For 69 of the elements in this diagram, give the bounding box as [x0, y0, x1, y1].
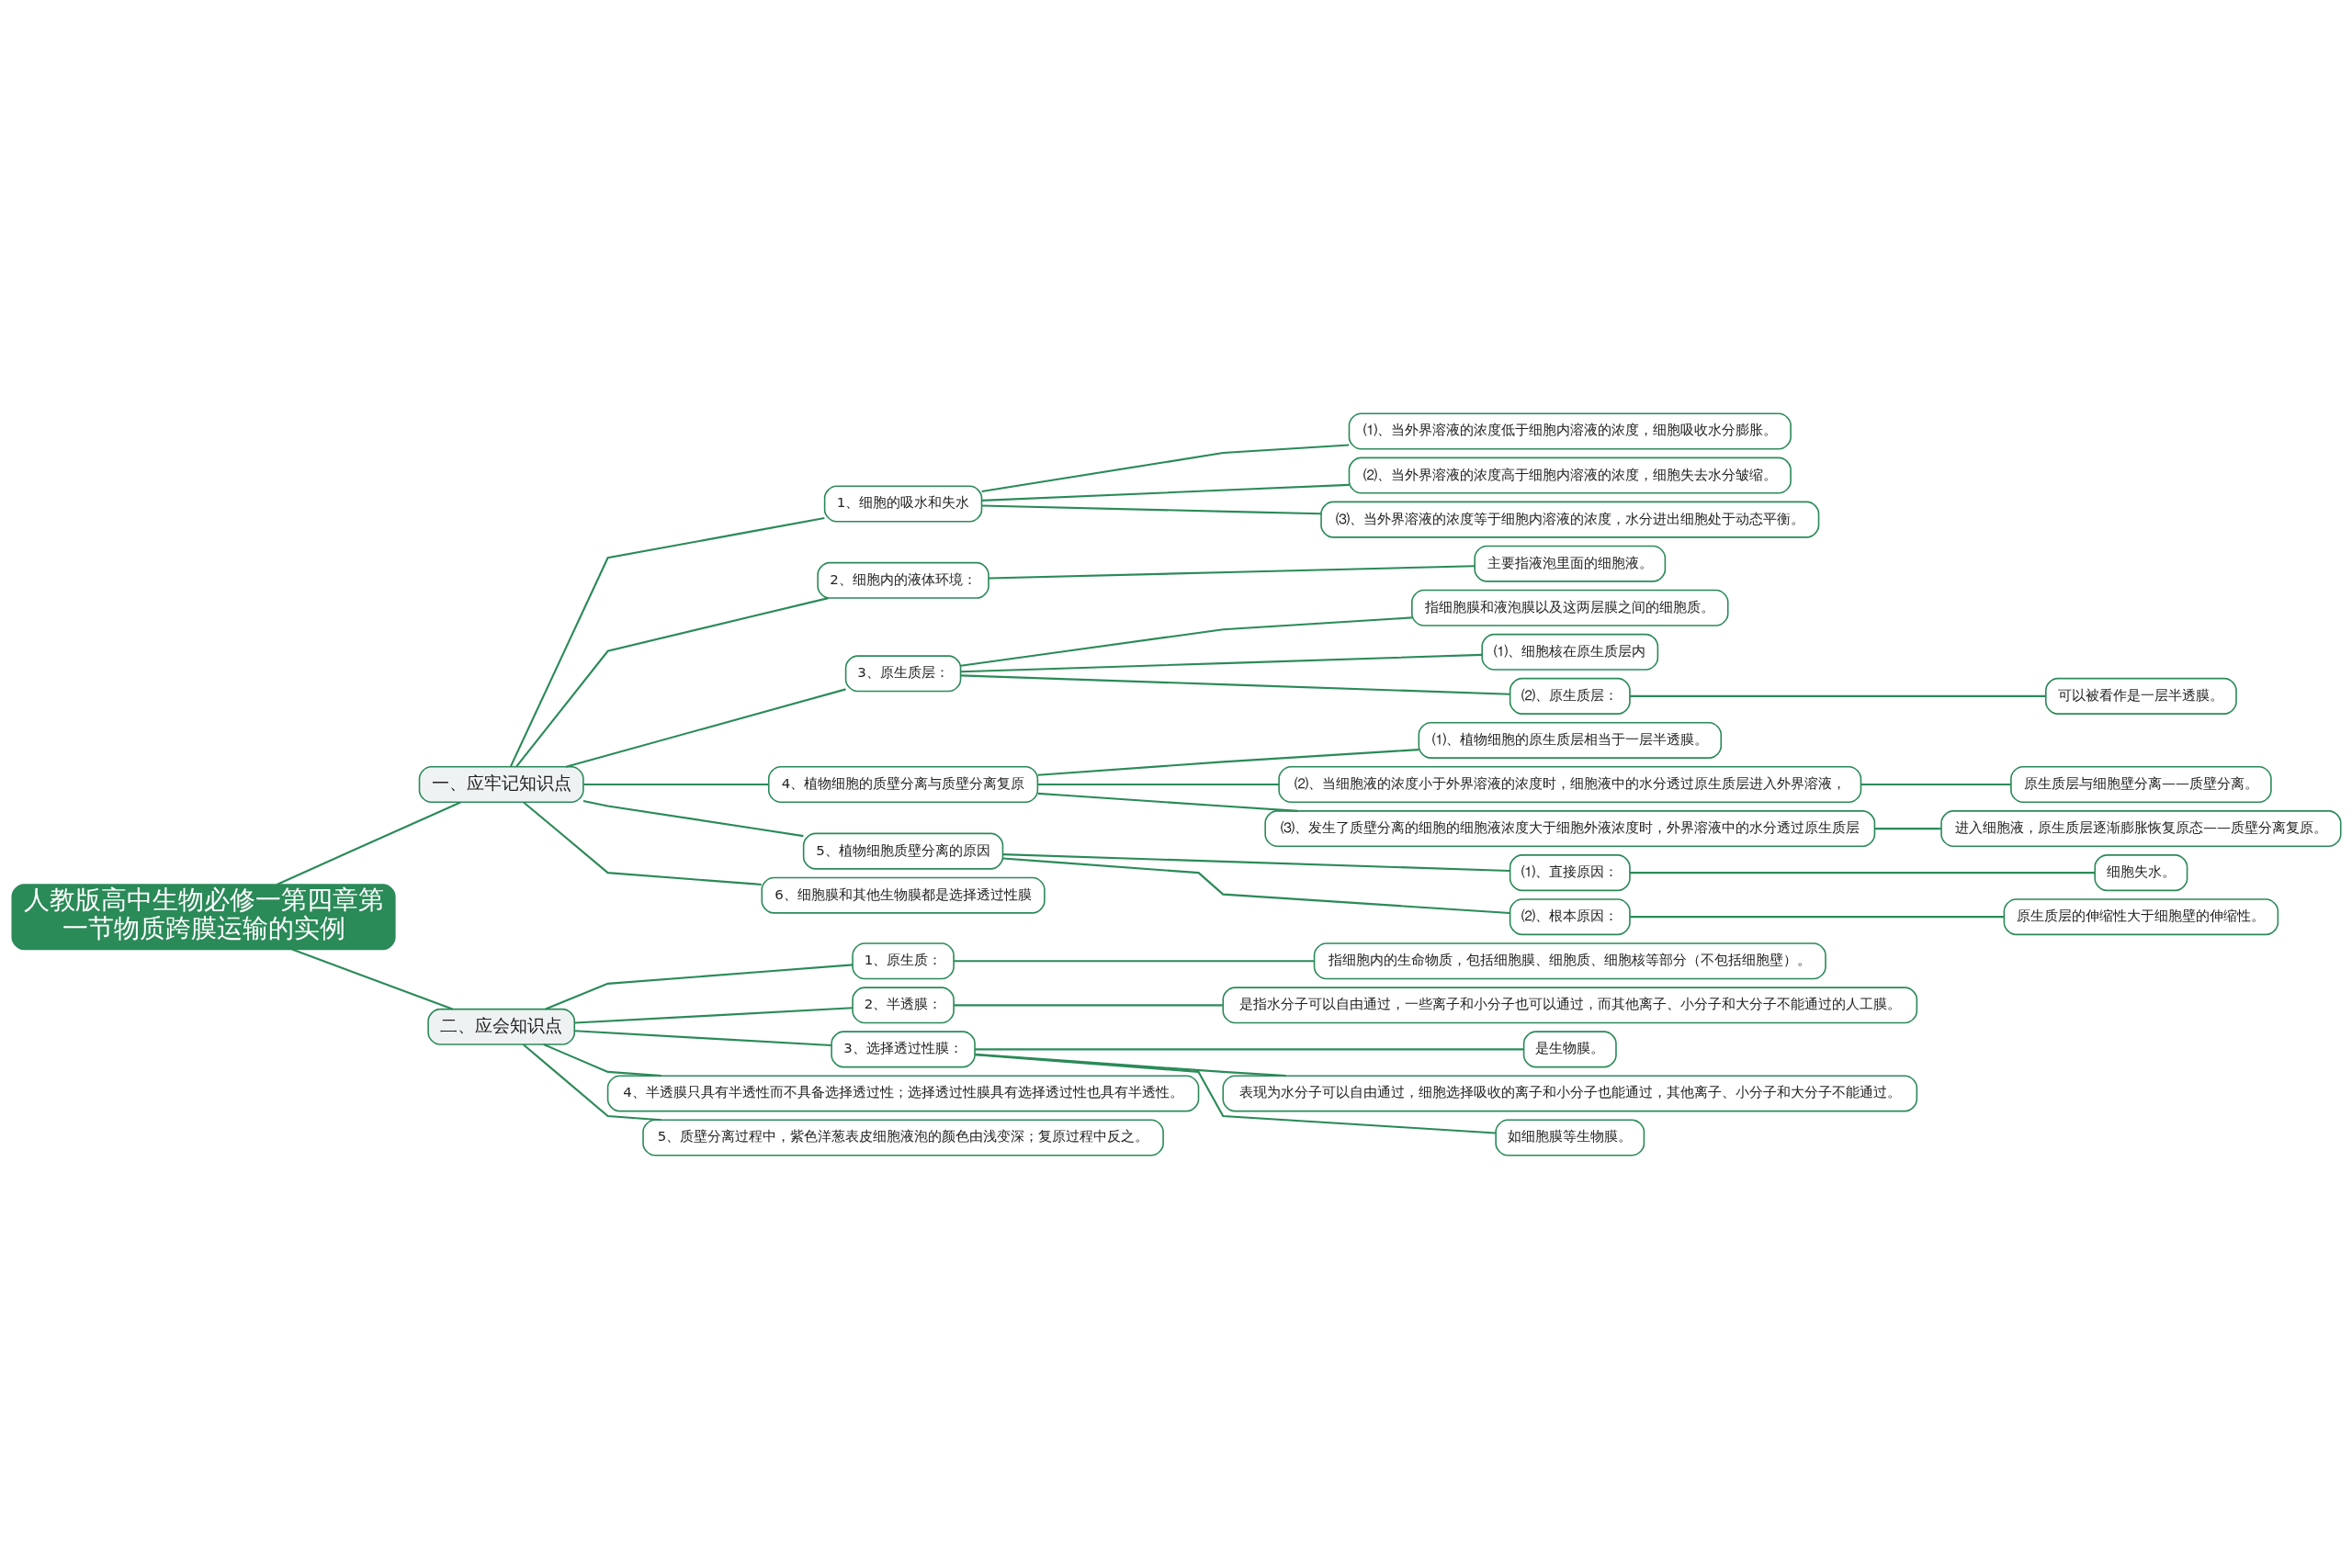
connector [1037, 792, 1298, 812]
node-box: 5、植物细胞质壁分离的原因 [802, 832, 1003, 870]
connector [291, 948, 453, 1010]
node-box: 2、细胞内的液体环境： [816, 561, 989, 599]
node-box: ⑵、当外界溶液的浓度高于细胞内溶液的浓度，细胞失去水分皱缩。 [1348, 457, 1792, 494]
node-box: 3、选择透过性膜： [830, 1030, 976, 1067]
node-box: 1、细胞的吸水和失水 [823, 485, 982, 523]
node-box: 细胞失水。 [2093, 853, 2188, 891]
node-box: 可以被看作是一层半透膜。 [2044, 677, 2237, 715]
node-box: ⑴、直接原因： [1509, 853, 1631, 891]
node-box: 表现为水分子可以自由通过，细胞选择吸收的离子和小分子也能通过，其他离子、小分子和大分子不能通过。 [1221, 1074, 1917, 1111]
connector [1037, 748, 1419, 776]
node-box: 指细胞内的生命物质，包括细胞膜、细胞质、细胞核等部分（不包括细胞壁）。 [1313, 942, 1826, 979]
node-box: 是指水分子可以自由通过，一些离子和小分子也可以通过，而其他离子、小分子和大分子不能通过的人工膜。 [1221, 986, 1917, 1023]
connector [1037, 783, 1279, 785]
node-box: 指细胞膜和液泡膜以及这两层膜之间的细胞质。 [1410, 589, 1729, 626]
node-box: 进入细胞液，原生质层逐渐膨胀恢复原态——质壁分离复原。 [1939, 809, 2342, 847]
connector [1629, 915, 2004, 918]
connector [514, 596, 829, 767]
node-box: 原生质层与细胞壁分离——质壁分离。 [2009, 765, 2272, 803]
connector [544, 963, 853, 1010]
connector [981, 503, 1321, 514]
connector [974, 1053, 1496, 1134]
connector [981, 483, 1349, 502]
connector [960, 653, 1482, 672]
connector [953, 1003, 1223, 1006]
connector [1873, 827, 1941, 829]
node-box: ⑵、根本原因： [1509, 897, 1631, 935]
node-box: 2、半透膜： [851, 986, 955, 1023]
node-box: 原生质层的伸缩性大于细胞壁的伸缩性。 [2003, 897, 2278, 935]
connector [522, 1043, 662, 1121]
node-box: 5、质壁分离过程中，紫色洋葱表皮细胞液泡的颜色由浅变深；复原过程中反之。 [641, 1118, 1164, 1156]
connector [1629, 871, 2095, 874]
connector [974, 1047, 1523, 1050]
node-box: 4、植物细胞的质壁分离与质壁分离复原 [767, 765, 1038, 803]
node-box: 主要指液泡里面的细胞液。 [1473, 545, 1666, 582]
connector [574, 1029, 831, 1046]
node-box: 4、半透膜只具有半透性而不具备选择透过性；选择透过性膜具有选择透过性也具有半透性。 [606, 1074, 1199, 1111]
node-box: 二、应会知识点 [426, 1008, 575, 1045]
node-box: ⑶、发生了质壁分离的细胞的细胞液浓度大于细胞外液浓度时，外界溶液中的水分透过原生质层 [1263, 809, 1875, 847]
connector [1002, 852, 1510, 872]
connector [565, 687, 846, 768]
connector [1002, 856, 1510, 914]
node-box: 1、原生质： [851, 942, 955, 979]
connector [582, 783, 769, 785]
connector [988, 564, 1475, 580]
node-box: 如细胞膜等生物膜。 [1494, 1118, 1645, 1156]
connector [574, 1006, 853, 1024]
node-box: 6、细胞膜和其他生物膜都是选择透过性膜 [760, 876, 1046, 914]
connector [276, 800, 461, 886]
node-box: 人教版高中生物必修一第四章第一节物质跨膜运输的实例 [10, 883, 396, 950]
node-box: ⑵、当细胞液的浓度小于外界溶液的浓度时，细胞液中的水分透过原生质层进入外界溶液， [1277, 765, 1861, 803]
connector [953, 959, 1314, 962]
node-box: ⑴、细胞核在原生质层内 [1480, 633, 1658, 671]
node-box: 一、应牢记知识点 [418, 765, 584, 803]
connector [1860, 783, 2011, 785]
connector [980, 443, 1349, 492]
node-box: ⑴、植物细胞的原生质层相当于一层半透膜。 [1418, 721, 1722, 759]
connector [509, 516, 825, 767]
node-box: 是生物膜。 [1522, 1030, 1617, 1067]
node-box: ⑴、当外界溶液的浓度低于细胞内溶液的浓度，细胞吸收水分膨胀。 [1348, 412, 1792, 450]
connector [582, 799, 804, 837]
node-box: 3、原生质层： [844, 654, 961, 692]
connector [522, 801, 762, 886]
connector [960, 673, 1510, 695]
node-box: ⑵、原生质层： [1509, 677, 1631, 715]
connector [542, 1043, 662, 1077]
node-box: ⑶、当外界溶液的浓度等于细胞内溶液的浓度，水分进出细胞处于动态平衡。 [1319, 501, 1819, 538]
connector [960, 615, 1412, 667]
